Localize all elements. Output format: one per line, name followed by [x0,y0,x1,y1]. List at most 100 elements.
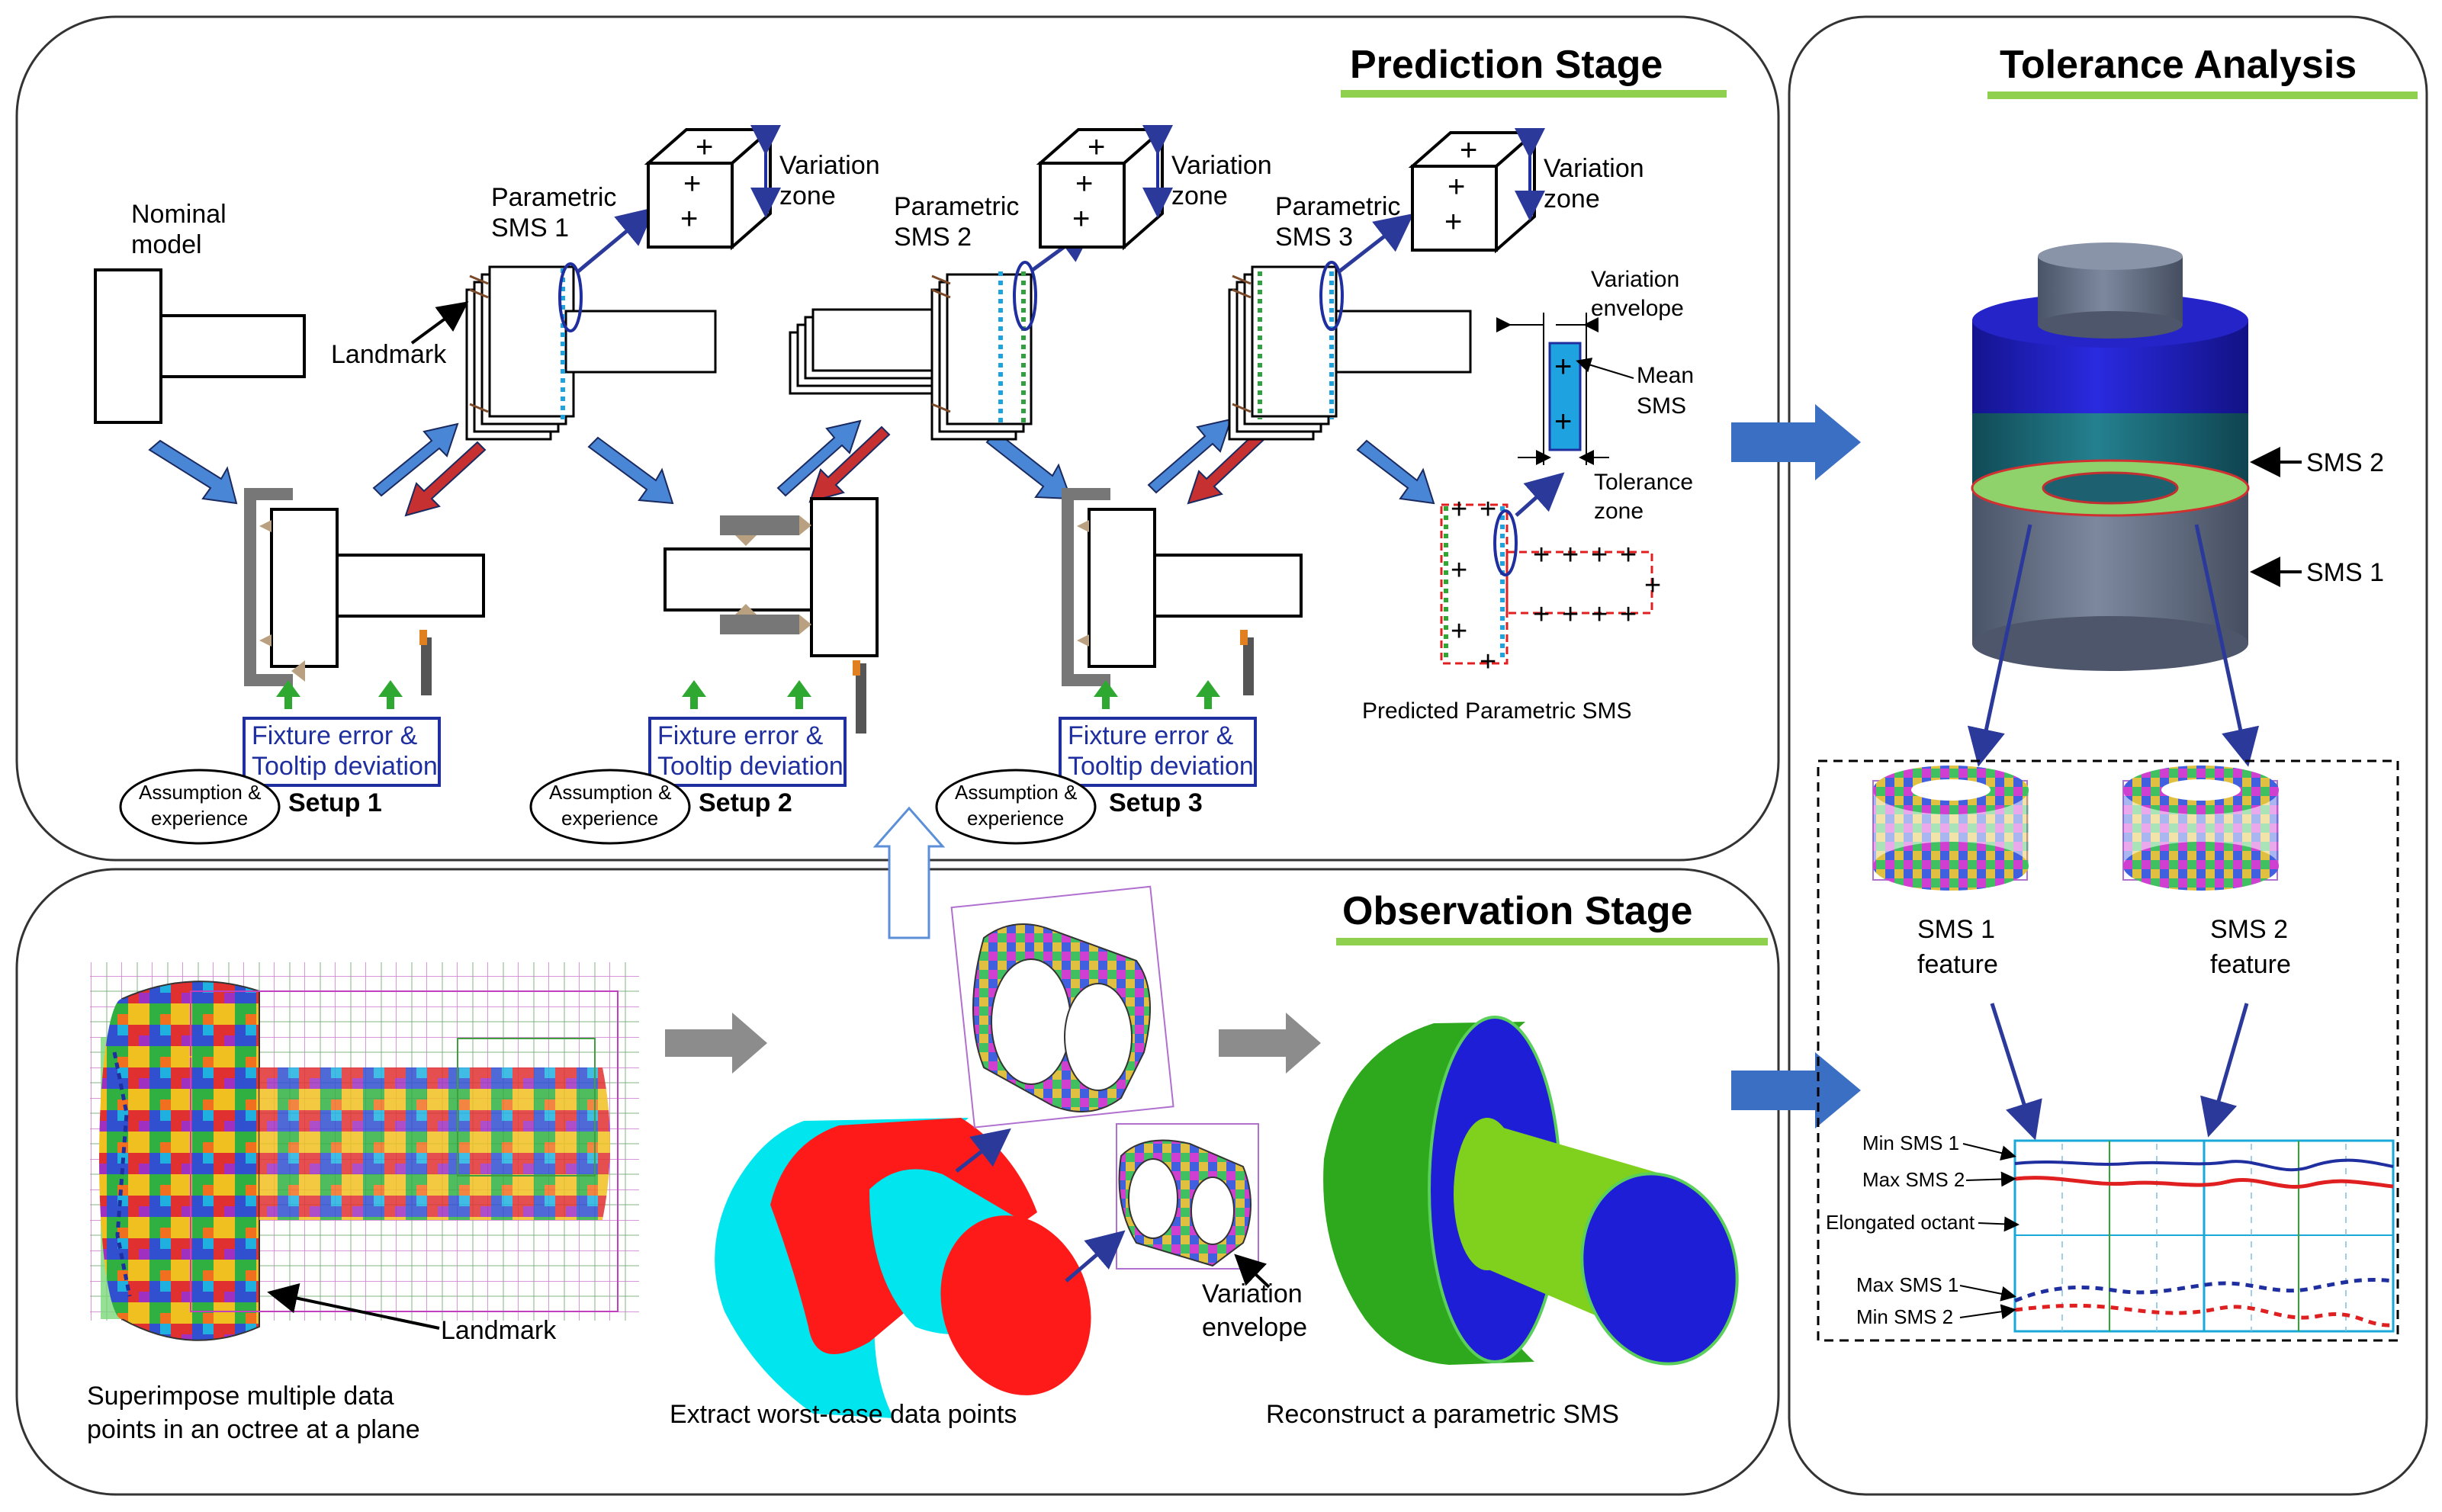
parametric-sms-2: Parametric SMS 2 [789,192,1096,441]
chart-label-min-sms1: Min SMS 1 [1862,1132,1959,1154]
sms2-feature-label-1: SMS 2 [2210,915,2288,944]
svg-text:+: + [1451,493,1467,525]
zone1-label-2: zone [779,181,836,210]
obs-envelope-pointer [1234,1254,1271,1289]
arrow-sms1-to-setup1 [404,441,487,517]
setup3-label: Setup 3 [1109,788,1203,817]
arrow-prediction-to-tolerance [1731,404,1861,480]
curve-max-sms1 [2014,1277,2394,1303]
setup2-assump-1: Assumption & [549,781,671,804]
parametric-sms-3: Parametric SMS 3 [1228,192,1472,441]
svg-text:+: + [1591,539,1608,571]
zone2-label-1: Variation [1171,151,1272,180]
setup1-assump-1: Assumption & [139,781,261,804]
svg-text:+: + [1620,599,1637,631]
sms1-feature-label-2: feature [1917,950,1998,979]
zone1-plus-top: + [696,130,713,164]
observation-landmark-pointer [267,1283,440,1330]
sms3-label-1: Parametric [1275,192,1400,221]
svg-text:+: + [1451,615,1467,647]
svg-text:+: + [1620,539,1637,571]
setup3-assump-2: experience [967,807,1064,830]
zone3-label-1: Variation [1544,154,1644,183]
observation-landmark-label: Landmark [441,1316,557,1345]
tolerance-panel: Tolerance Analysis [1788,15,2428,1496]
reconstructed-sms [1323,1016,1739,1366]
svg-text:+: + [1591,599,1608,631]
setup2-fixture-1: Fixture error & [657,721,824,750]
setup2-fixture-2: Tooltip deviation [657,752,843,781]
setup3-fixture-1: Fixture error & [1068,721,1234,750]
curve-min-sms1 [2014,1158,2394,1172]
mean-sms-label-2: SMS [1637,393,1686,419]
arrow-observation-to-tolerance [1731,1052,1861,1128]
arrow-sms1-to-setup2 [587,436,674,505]
arrow-setup1-to-sms1 [372,422,459,497]
deviation-chart [2013,1139,2395,1333]
sms1-feature-mesh [1872,766,2029,891]
flow-arrows [148,418,1435,517]
svg-text:+: + [1554,350,1572,384]
envelope-label-1: Variation [1591,267,1679,292]
arrow-sms2-to-setup2 [808,425,891,503]
zone3-label-2: zone [1544,185,1600,213]
feature1-to-chart-arrow [1990,1003,2042,1141]
chart-label-elongated: Elongated octant [1826,1211,1975,1234]
tolerance-zone-label-1: Tolerance [1594,470,1693,495]
sms1-label-1: Parametric [491,183,616,212]
zone2-label-2: zone [1171,181,1228,210]
reconstruct-label: Reconstruct a parametric SMS [1266,1400,1619,1429]
sms2-feature-mesh [2122,766,2279,891]
landmark-label: Landmark [331,340,447,369]
setup1-fixture-box [243,717,441,787]
setup2-assump-2: experience [561,807,658,830]
zone1-plus-bot: + [680,202,698,236]
arrow-setup2-to-sms2 [776,419,862,497]
svg-text:+: + [1644,570,1661,602]
nominal-model-label-1: Nominal [131,200,227,229]
predicted-parametric-sms: ++ +++ ++++ + ++++ Predicted Parametric … [1362,472,1661,724]
chart-label-min-sms2: Min SMS 2 [1856,1305,1953,1328]
gray-arrow-2 [1219,1013,1321,1074]
arrow-sms2-to-setup3 [985,430,1072,500]
svg-text:+: + [1088,130,1105,164]
hollow-up-arrow [872,806,946,939]
superimpose-label-2: points in an octree at a plane [87,1415,420,1444]
svg-text:+: + [1533,539,1550,571]
obs-envelope-label-1: Variation [1202,1279,1303,1308]
mesh-small-pointer [1065,1230,1126,1282]
sms1-feature-label-1: SMS 1 [1917,915,1995,944]
chart-label-max-sms1: Max SMS 1 [1856,1273,1958,1296]
setup1-assump-2: experience [151,807,248,830]
extracted-mesh-small [1116,1123,1259,1270]
feature2-to-chart-arrow [2200,1003,2249,1138]
svg-text:+: + [1460,133,1477,167]
setup3-fixture-2: Tooltip deviation [1068,752,1254,781]
variation-zone-cube-1: + + + Variation zone [644,125,880,251]
superimpose-label-1: Superimpose multiple data [87,1382,394,1411]
observation-title: Observation Stage [1342,889,1692,933]
setup1-fixture-1: Fixture error & [252,721,418,750]
tolerance-zone-label-2: zone [1594,499,1644,524]
setup-1: Fixture error & Tooltip deviation Assump… [119,488,485,845]
cyl-to-feature2-arrow [2194,524,2260,767]
svg-text:+: + [1480,493,1496,525]
setup3-assump-1: Assumption & [955,781,1077,804]
mesh-large-pointer [955,1128,1011,1173]
setup-3: Fixture error & Tooltip deviation Assump… [935,488,1303,845]
setup-2: Fixture error & Tooltip deviation Assump… [529,497,879,845]
svg-text:+: + [1072,202,1090,236]
tol-sms1-label: SMS 1 [2306,558,2384,587]
svg-text:+: + [1562,599,1579,631]
tolerance-title: Tolerance Analysis [2000,43,2357,87]
octree-model [90,962,639,1341]
svg-text:+: + [1533,599,1550,631]
observation-title-underline [1336,938,1768,945]
curve-min-sms2 [2014,1303,2394,1327]
svg-text:+: + [1448,170,1465,204]
svg-text:+: + [1554,405,1572,438]
envelope-label-2: envelope [1591,296,1684,321]
landmark-pointer [410,301,469,345]
variation-zone-cube-2: + + + Variation zone [1036,125,1272,251]
feature-dashed-box [1817,759,2399,1342]
